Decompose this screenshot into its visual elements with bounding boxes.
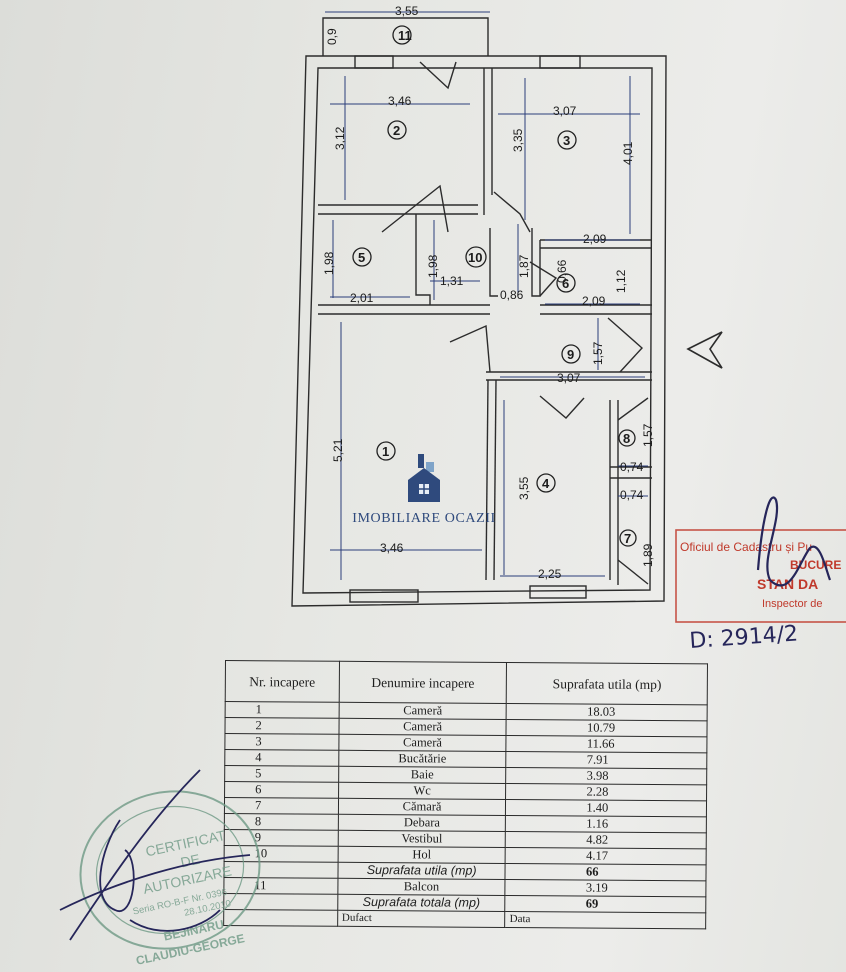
dim-room4-width: 2,25 — [538, 567, 562, 581]
cadastre-stamp-line4: Inspector de — [762, 598, 823, 610]
room-name: Cameră — [338, 734, 507, 752]
room-number-11: 11 — [398, 28, 412, 43]
total-area-label: Suprafata totala (mp) — [337, 894, 506, 912]
room-name: Debara — [338, 814, 506, 832]
room-number-4: 4 — [542, 476, 550, 491]
footer-partial-text: Dufact — [337, 910, 506, 928]
room-name: Balcon — [337, 878, 506, 896]
room-name: Vestibul — [337, 830, 506, 848]
dim-corridor-height: 1,87 — [517, 254, 531, 278]
dim-room3-width: 3,07 — [553, 104, 577, 118]
dim-room4-height: 3,55 — [517, 476, 531, 500]
floor-plan: 3,55 0,9 3,46 3,12 3,07 3,35 4,01 2,09 1… — [291, 4, 846, 650]
dim-room10-width: 1,31 — [440, 274, 464, 288]
room-area: 3.19 — [505, 879, 706, 897]
dim-room9-height: 1,57 — [591, 341, 605, 365]
dim-room3-height-right: 4,01 — [621, 141, 635, 165]
balcony-outline — [322, 17, 489, 56]
handwritten-date: D: 2914/2 — [689, 621, 799, 650]
room-number-6: 6 — [562, 276, 569, 291]
dim-balcony-depth: 0,9 — [325, 28, 339, 45]
dim-room2-height: 3,12 — [333, 126, 347, 150]
footer-partial-right: Data — [505, 911, 706, 929]
agency-logo: IMOBILIARE OCAZII — [336, 452, 512, 527]
header-room-area: Suprafata utila (mp) — [506, 662, 708, 705]
room-area: 1.40 — [505, 799, 707, 817]
dim-room5-height: 1,98 — [322, 251, 336, 275]
authorization-stamp: CERTIFICAT DE AUTORIZARE Seria RO-B-F Nr… — [59, 769, 261, 968]
dim-room3-height-left: 3,35 — [511, 128, 525, 152]
room-number-7: 7 — [624, 531, 631, 546]
room-number-1: 1 — [382, 444, 389, 459]
dim-room1-width: 3,46 — [380, 541, 404, 555]
table-header-row: Nr. incapere Denumire incapere Suprafata… — [225, 660, 708, 705]
dim-room6-width: 2,09 — [582, 294, 606, 308]
dim-room8-height: 1,57 — [641, 423, 655, 447]
room-nr: 2 — [224, 717, 339, 735]
room-number-10: 10 — [468, 250, 482, 265]
room-name: Hol — [337, 846, 506, 864]
usable-area-label: Suprafata utila (mp) — [337, 862, 506, 880]
dim-room1-height: 5,21 — [331, 438, 345, 462]
dim-balcony-width: 3,55 — [395, 4, 419, 18]
total-area-value: 69 — [505, 895, 706, 913]
dim-room2-width: 3,46 — [388, 94, 412, 108]
room-area: 3.98 — [506, 767, 707, 785]
dim-room7-width: 0,74 — [620, 488, 644, 502]
room-number-3: 3 — [563, 133, 570, 148]
inspector-signature — [756, 496, 832, 587]
header-room-name: Denumire incapere — [338, 661, 507, 704]
room-name: Cameră — [338, 702, 507, 720]
room-number-9: 9 — [567, 347, 574, 362]
room-area: 18.03 — [506, 703, 708, 721]
dim-room7-height: 1,89 — [641, 543, 655, 567]
room-area: 10.79 — [506, 719, 708, 737]
room-name: Cameră — [338, 718, 507, 736]
room-number-8: 8 — [623, 431, 630, 446]
dim-room3-bottom: 2,09 — [583, 232, 607, 246]
room-name: Cămară — [338, 798, 507, 816]
dim-room8-width: 0,74 — [620, 460, 644, 474]
room-nr: 3 — [224, 733, 339, 751]
cert-line2: DE — [179, 851, 201, 871]
room-name: Wc — [338, 782, 507, 800]
dim-room5-width: 2,01 — [350, 291, 374, 305]
room-number-5: 5 — [358, 250, 365, 265]
room-number-2: 2 — [393, 123, 400, 138]
cadastre-stamp-line1: Oficiul de Cadastru și Pu — [680, 540, 812, 554]
room-name: Bucătărie — [338, 750, 507, 768]
dim-room9-width: 3,07 — [557, 371, 581, 385]
room-area: 11.66 — [506, 735, 707, 753]
dim-room6-height: 1,12 — [614, 269, 628, 293]
room-area: 1.16 — [505, 815, 707, 833]
header-room-number: Nr. incapere — [225, 660, 340, 703]
engineer-signature — [59, 769, 251, 941]
room-area: 7.91 — [506, 751, 707, 769]
room-area: 4.82 — [505, 831, 707, 849]
dim-corridor-width: 0,86 — [500, 288, 524, 302]
dim-room10-height: 1,98 — [426, 254, 440, 278]
usable-area-value: 66 — [505, 863, 707, 881]
cadastre-stamp: Oficiul de Cadastru și Pu BUCURE STAN DA… — [675, 529, 846, 623]
house-building-icon — [408, 454, 440, 502]
room-area: 2.28 — [506, 783, 707, 801]
room-name: Baie — [338, 766, 507, 784]
room-nr: 1 — [225, 701, 339, 719]
room-area: 4.17 — [505, 847, 707, 865]
agency-name: IMOBILIARE OCAZII — [352, 511, 496, 526]
